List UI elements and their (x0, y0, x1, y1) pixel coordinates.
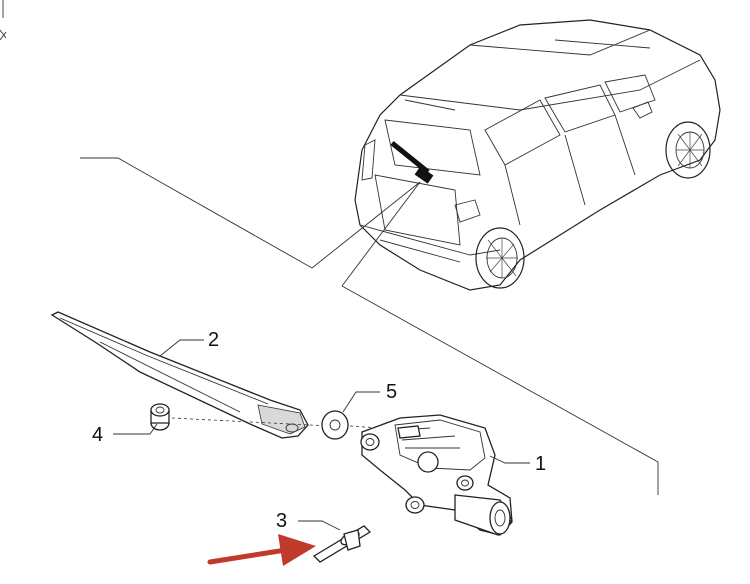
car-illustration (354, 19, 721, 291)
callout-3: 3 (276, 510, 287, 532)
wiper-motor (360, 414, 513, 536)
callout-2: 2 (208, 329, 219, 351)
leader-lines (80, 157, 659, 495)
nut-part (150, 403, 170, 431)
pin-part (312, 525, 372, 563)
callout-1: 1 (535, 453, 546, 475)
callout-leaders (113, 339, 530, 531)
washer-part (321, 410, 349, 440)
callout-5: 5 (386, 381, 397, 403)
callout-4: 4 (92, 424, 103, 446)
edge-marks (0, 0, 7, 41)
highlight-arrow (207, 534, 316, 566)
wiper-arm (50, 311, 309, 439)
assembly-axis (171, 417, 331, 427)
